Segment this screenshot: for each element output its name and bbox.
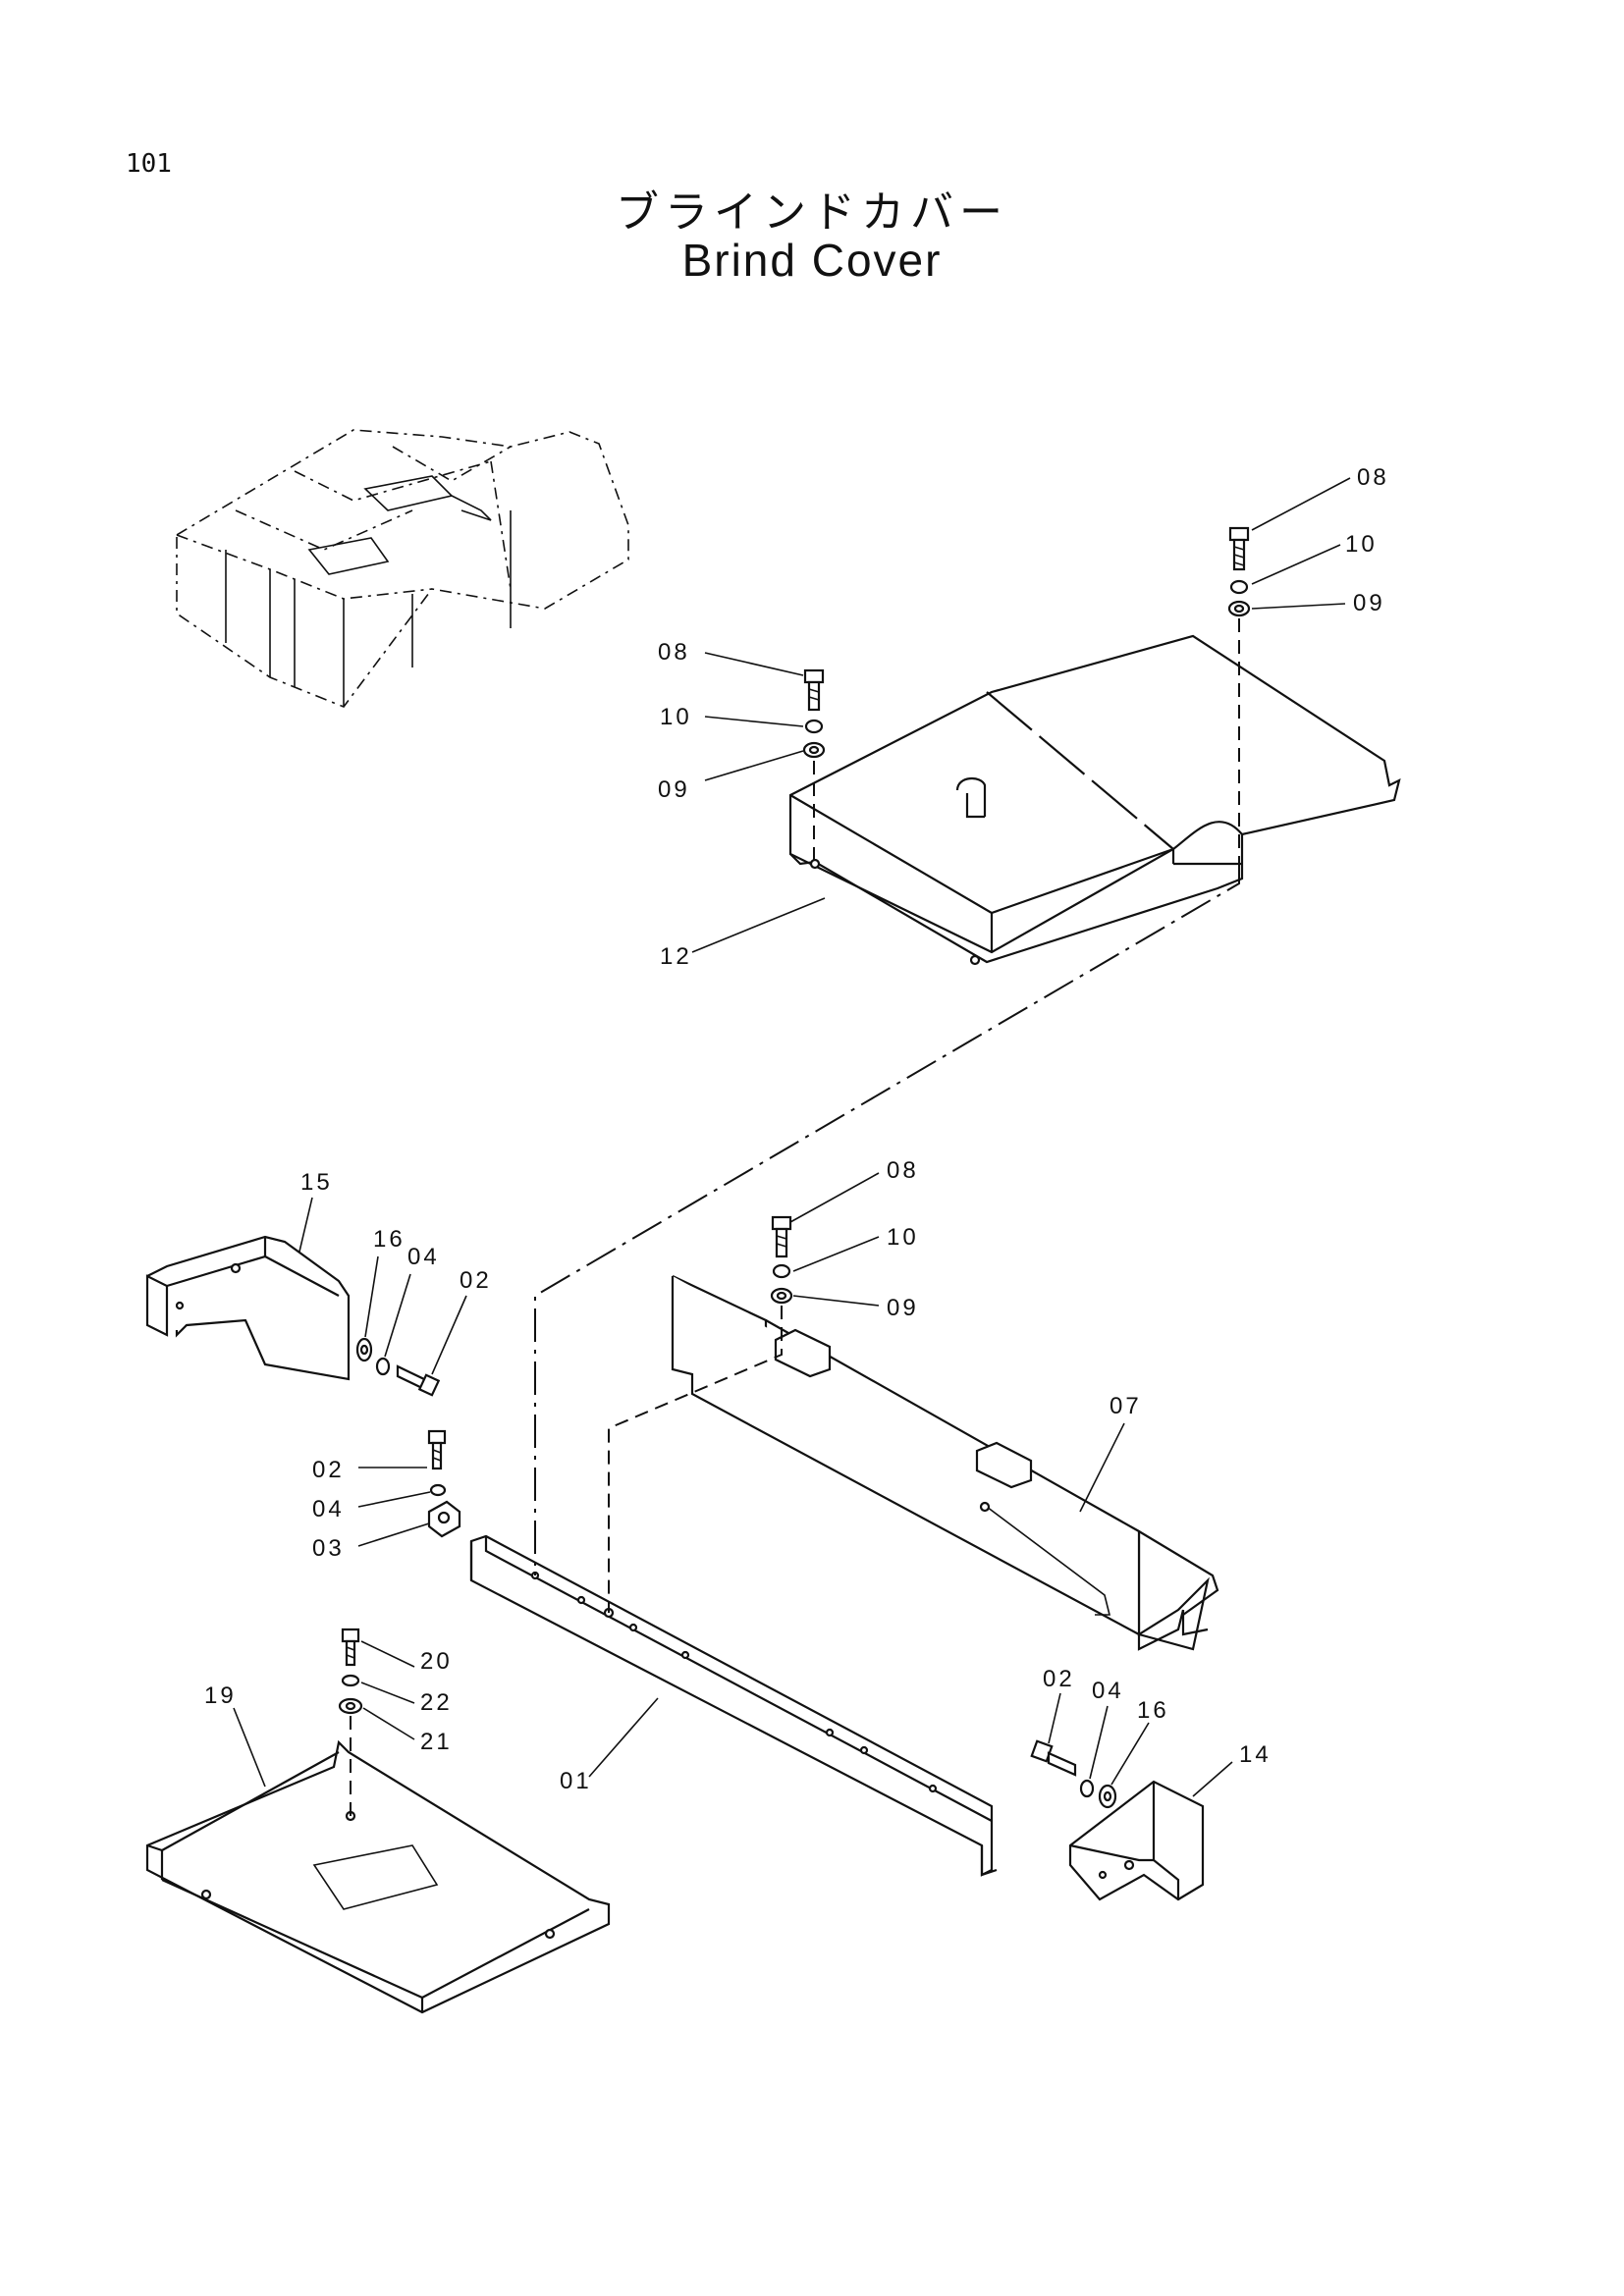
lockwasher-22-tray <box>341 1674 360 1687</box>
callout-labels: 08 10 09 08 10 09 12 08 10 09 15 16 04 0… <box>204 464 1389 1794</box>
lockwasher-10-hinge <box>772 1263 791 1279</box>
callout-02-right: 02 <box>1043 1666 1075 1692</box>
callout-14: 14 <box>1239 1741 1272 1768</box>
callout-09-top: 09 <box>1353 590 1385 616</box>
callout-08-hinge: 08 <box>887 1157 919 1184</box>
lockwasher-10-top <box>1229 579 1249 595</box>
callout-02-left: 02 <box>460 1267 492 1294</box>
assembly-lines <box>350 618 1240 1816</box>
page-number: 101 <box>126 149 172 179</box>
callout-08-top: 08 <box>1357 464 1389 491</box>
callout-01: 01 <box>560 1768 592 1794</box>
callout-20: 20 <box>420 1648 453 1675</box>
title-english: Brind Cover <box>681 235 943 286</box>
side-cover-07 <box>671 1275 1219 1651</box>
callout-16-left: 16 <box>373 1226 406 1253</box>
bolt-08-top <box>1228 526 1250 571</box>
bolt-20-tray <box>341 1628 360 1667</box>
leader-lines <box>233 477 1351 1797</box>
bolt-08-hinge <box>771 1215 792 1258</box>
washer-16-left <box>355 1337 373 1362</box>
callout-09-hinge: 09 <box>887 1295 919 1321</box>
clip-03 <box>427 1500 461 1538</box>
bolt-02-left <box>396 1364 441 1397</box>
frame-01 <box>469 1534 998 1877</box>
callout-21: 21 <box>420 1729 453 1755</box>
callout-19: 19 <box>204 1682 237 1709</box>
lockwasher-04-right <box>1079 1779 1095 1798</box>
callout-08-mid: 08 <box>658 639 690 666</box>
callout-04-right: 04 <box>1092 1678 1124 1704</box>
callout-10-mid: 10 <box>660 704 692 730</box>
lockwasher-04-clip <box>429 1483 447 1497</box>
cover-plate-12 <box>788 634 1401 966</box>
washer-09-hinge <box>770 1287 793 1305</box>
bracket-14 <box>1068 1780 1205 1901</box>
callout-12: 12 <box>660 943 692 970</box>
washer-21-tray <box>338 1697 363 1715</box>
lockwasher-10-mid <box>804 719 824 734</box>
callout-10-hinge: 10 <box>887 1224 919 1251</box>
machine-location-overview <box>176 429 629 708</box>
callout-02-clip: 02 <box>312 1457 345 1483</box>
callout-04-clip: 04 <box>312 1496 345 1522</box>
callout-07: 07 <box>1110 1393 1142 1419</box>
washer-09-mid <box>802 741 826 759</box>
title-japanese: ブラインドカバー <box>616 187 1008 238</box>
callout-10-top: 10 <box>1345 531 1378 558</box>
lockwasher-04-left <box>375 1357 391 1376</box>
bolt-02-clip <box>427 1429 447 1470</box>
washer-16-right <box>1098 1784 1117 1809</box>
callout-09-mid: 09 <box>658 776 690 803</box>
hardware-fasteners <box>338 526 1251 1809</box>
washer-09-top <box>1227 600 1251 617</box>
tray-19 <box>145 1739 611 2014</box>
callout-16-right: 16 <box>1137 1697 1169 1724</box>
callout-15: 15 <box>300 1169 333 1196</box>
callout-22: 22 <box>420 1689 453 1716</box>
callout-04-left: 04 <box>407 1244 440 1270</box>
bolt-08-mid <box>803 668 825 712</box>
bracket-15 <box>145 1235 351 1381</box>
bolt-02-right <box>1030 1739 1077 1777</box>
callout-03: 03 <box>312 1535 345 1562</box>
